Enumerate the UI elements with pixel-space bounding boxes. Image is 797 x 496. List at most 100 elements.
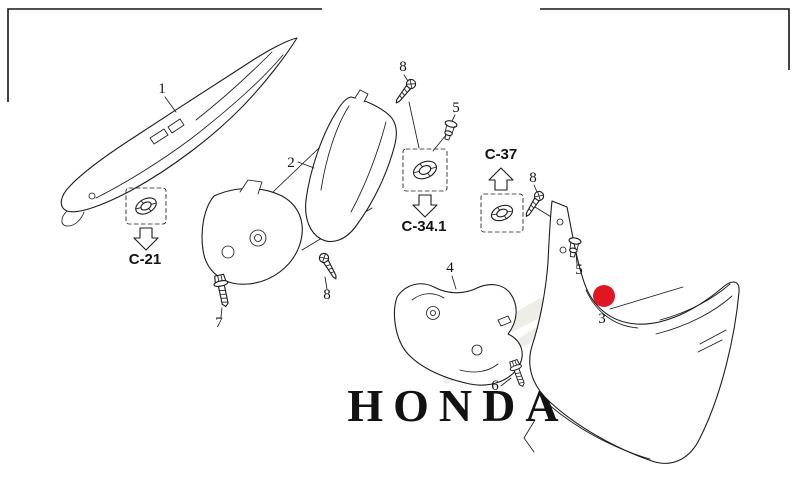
clip-tip (444, 133, 451, 141)
part-3-inner-curve (585, 289, 639, 329)
screw-shaft (323, 259, 337, 280)
part-4-inner-curve (459, 363, 499, 373)
part-label-3[interactable]: 3 (598, 311, 606, 327)
assembly-line (408, 101, 420, 149)
screw-8b-icon (318, 252, 337, 280)
clip-tip (569, 250, 576, 258)
part-label-8a[interactable]: 8 (399, 59, 407, 75)
clip-body (444, 130, 453, 137)
arrow-up-icon (488, 167, 514, 191)
part-1-side-cover-left (60, 37, 298, 227)
part-4-slot (497, 315, 512, 327)
ref-label-c341: C-34.1 (401, 218, 446, 235)
part-label-5a[interactable]: 5 (452, 100, 460, 116)
bracket-grommet-hole (254, 234, 262, 242)
part-3-side-cover-right (523, 200, 740, 464)
leader-8c (533, 184, 538, 193)
part-number-labels: 1 2 3 4 5 5 6 7 8 8 8 (158, 59, 606, 394)
leader-5a (451, 114, 456, 122)
part-4-inner-curve (411, 293, 445, 301)
bolt-7-icon (213, 273, 229, 308)
part-label-8b[interactable]: 8 (323, 287, 331, 303)
grommet-icon (135, 197, 157, 215)
grommet-hatch (135, 200, 157, 212)
bracket-tab (239, 179, 263, 195)
leader-lines (164, 74, 684, 387)
arrow-down-icon (412, 194, 438, 218)
part-label-7[interactable]: 7 (215, 315, 223, 331)
leader-2 (297, 161, 315, 169)
part-4-outline (393, 283, 523, 386)
screw-slot (406, 79, 416, 89)
screw-8c-icon (525, 190, 545, 217)
part-1-slot (167, 118, 185, 134)
page-border-marks (7, 8, 790, 102)
part-label-8c[interactable]: 8 (529, 170, 537, 186)
grommet-icon (490, 204, 514, 222)
screw-slot (319, 253, 329, 263)
watermark-text: HONDA (347, 380, 568, 431)
part-4-bracket (393, 283, 523, 386)
ref-c341-group: C-34.1 (401, 148, 448, 235)
leader-3 (609, 286, 684, 310)
part-2-outline (305, 96, 397, 243)
screw-8a-icon (395, 78, 417, 104)
part-1-slot (149, 128, 169, 145)
screw-threads (325, 264, 335, 274)
leader-8a (403, 74, 409, 82)
ref-c37-group: C-37 (480, 146, 524, 233)
part-2-tab (354, 89, 369, 103)
part-label-1[interactable]: 1 (158, 81, 166, 97)
grommet-inner (140, 201, 152, 211)
part-3-hole (556, 218, 564, 226)
part-3-hole (559, 246, 567, 254)
clip-flange (568, 237, 582, 245)
leader-8b (324, 276, 328, 290)
leader-1 (164, 96, 177, 113)
part-3-logo-lines (697, 329, 727, 353)
part-3-stripe (655, 295, 733, 335)
bolt-threads (219, 289, 228, 303)
part-1-inner-edge (95, 54, 284, 199)
part-3-outline (529, 200, 740, 464)
ref-label-c21: C-21 (129, 251, 162, 268)
leader-7 (220, 307, 223, 318)
red-click-marker (593, 285, 615, 307)
part-2-rib (350, 121, 387, 213)
leader-5b (575, 253, 578, 265)
bolt-6-icon (509, 359, 525, 387)
assembly-line (432, 134, 447, 152)
screw-shaft (395, 85, 412, 104)
grommet-inner (418, 165, 432, 175)
part-label-2[interactable]: 2 (287, 155, 295, 171)
part-1-hole (88, 192, 96, 200)
clip-5b-icon (568, 237, 582, 258)
part-3-lower-edge (547, 403, 651, 460)
part-label-6[interactable]: 6 (491, 378, 499, 394)
part-3-stripe (659, 283, 731, 321)
part-label-5b[interactable]: 5 (575, 262, 583, 278)
screw-threads (528, 201, 537, 212)
part-1-hook (61, 210, 85, 227)
border-top-left (7, 8, 322, 102)
bracket-hole (221, 245, 235, 259)
part-label-4[interactable]: 4 (446, 260, 454, 276)
part-1-rib (195, 51, 273, 121)
grommet-hatch (491, 207, 513, 219)
part-2-inner-edge (320, 105, 350, 191)
part-4-hole (471, 344, 483, 356)
bolt-threads (515, 372, 524, 384)
grommet-box (480, 193, 524, 233)
ref-c21-group: C-21 (125, 187, 167, 268)
leader-6 (500, 377, 512, 387)
part-2-panel (305, 89, 397, 243)
leader-4 (451, 275, 457, 290)
clip-body (569, 247, 578, 254)
arrow-down-icon (133, 227, 159, 251)
grommet-inner (496, 208, 508, 218)
part-4-hole (430, 310, 436, 316)
part-3-notch (523, 419, 536, 453)
grommet-icon (413, 160, 437, 180)
